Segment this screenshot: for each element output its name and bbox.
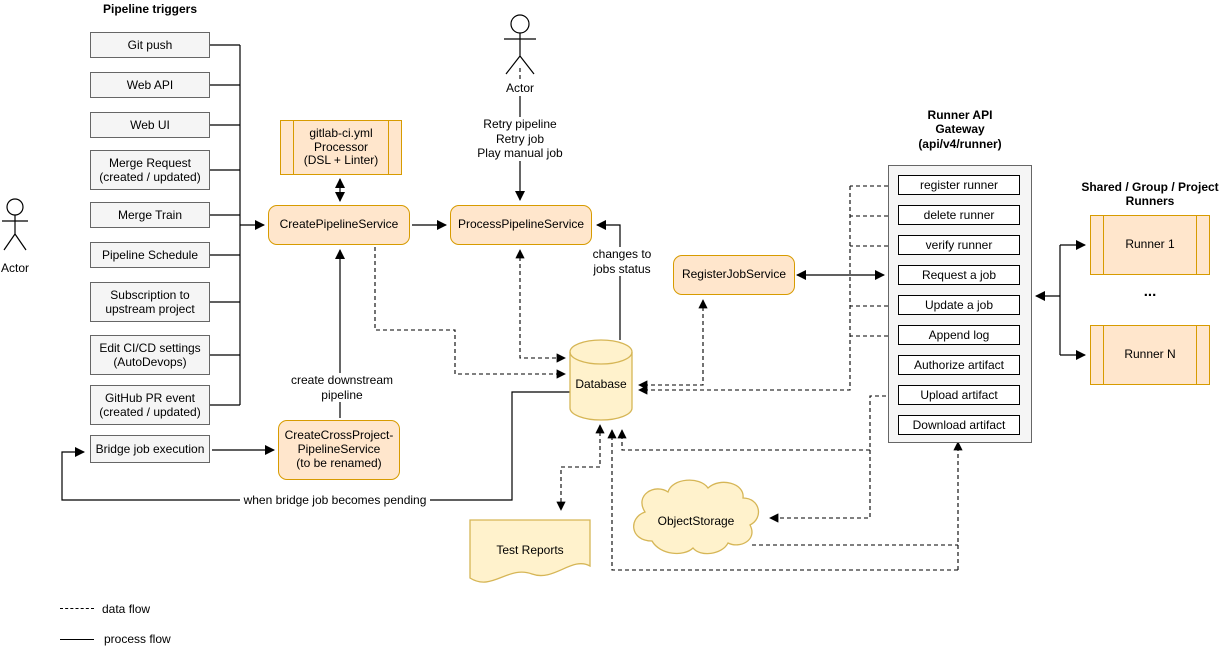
actor-left-figure <box>2 198 28 251</box>
component-bar <box>293 121 294 174</box>
gateway-operation: delete runner <box>898 205 1020 225</box>
gateway-operation: Upload artifact <box>898 385 1020 405</box>
trigger-box: Web API <box>90 72 210 98</box>
component-bar <box>388 121 389 174</box>
database-label: Database <box>575 377 627 391</box>
actor-left-label: Actor <box>0 261 29 275</box>
trigger-box: Merge Train <box>90 202 210 228</box>
gateway-title: Runner API Gateway (api/v4/runner) <box>918 108 1002 151</box>
node-cross-project-service: CreateCrossProject- PipelineService (to … <box>278 420 400 480</box>
pending-edge-label: when bridge job becomes pending <box>240 493 430 508</box>
node-runner-1: Runner 1 <box>1090 215 1210 275</box>
edge-gateway-to-db <box>638 186 851 395</box>
gateway-operation: Download artifact <box>898 415 1020 435</box>
trigger-bridge-job: Bridge job execution <box>90 435 210 463</box>
edge-trigger-bus <box>210 44 241 406</box>
gateway-operation: register runner <box>898 175 1020 195</box>
gateway-operation: Authorize artifact <box>898 355 1020 375</box>
shape-layer <box>2 14 760 583</box>
edge-gateway-stubs <box>850 185 888 337</box>
actor-top-figure <box>504 14 536 75</box>
trigger-box: Pipeline Schedule <box>90 242 210 268</box>
legend-solid-line <box>60 639 94 640</box>
gateway-operation: Append log <box>898 325 1020 345</box>
edge-upload-to-objectstorage <box>769 395 886 523</box>
retry-edge-label: Retry pipeline Retry job Play manual job <box>455 117 585 161</box>
edge-upload-to-db <box>617 429 870 451</box>
runners-title: Shared / Group / Project Runners <box>1081 180 1219 209</box>
node-process-pipeline-service: ProcessPipelineService <box>450 205 592 245</box>
database-cylinder-lip <box>569 351 633 365</box>
runner1-label: Runner 1 <box>1125 237 1175 252</box>
component-bar <box>1196 326 1197 384</box>
gateway-operation: verify runner <box>898 235 1020 255</box>
data-flow-edges <box>374 68 963 571</box>
runner-api-gateway: register runner delete runner verify runne… <box>888 165 1032 443</box>
legend-dashed-line <box>60 608 94 609</box>
trigger-box: Git push <box>90 32 210 58</box>
testreports-document <box>469 519 591 583</box>
edge-createpipeline-to-db <box>374 247 566 379</box>
edge-db-to-processpipeline <box>595 219 621 340</box>
trigger-box: Merge Request (created / updated) <box>90 150 210 190</box>
edge-db-testreports <box>556 424 605 511</box>
node-create-pipeline-service: CreatePipelineService <box>268 205 410 245</box>
gateway-operation: Update a job <box>898 295 1020 315</box>
edge-processpipeline-db <box>515 249 566 363</box>
gateway-operation: Request a job <box>898 265 1020 285</box>
changes-edge-label: changes to jobs status <box>585 247 659 277</box>
objectstorage-cloud <box>633 479 760 555</box>
trigger-box: Subscription to upstream project <box>90 282 210 322</box>
node-register-job-service: RegisterJobService <box>673 255 795 295</box>
objectstorage-label: ObjectStorage <box>657 514 735 528</box>
component-bar <box>1103 326 1104 384</box>
trigger-box: Edit CI/CD settings (AutoDevops) <box>90 335 210 375</box>
runnerN-label: Runner N <box>1124 347 1176 362</box>
edge-bottom-to-db <box>607 429 958 571</box>
node-runner-n: Runner N <box>1090 325 1210 385</box>
database-cylinder <box>569 339 633 421</box>
processor-label: gitlab-ci.yml Processor (DSL + Linter) <box>303 125 379 168</box>
actor-top-label: Actor <box>495 81 545 96</box>
testreports-label: Test Reports <box>496 543 564 557</box>
runner-ellipsis: ... <box>1143 283 1157 300</box>
edge-registerjob-db <box>638 299 708 390</box>
node-gitlab-ci-processor: gitlab-ci.yml Processor (DSL + Linter) <box>280 120 402 175</box>
component-bar <box>1196 216 1197 274</box>
legend-process-flow-label: process flow <box>104 632 171 646</box>
legend-data-flow-label: data flow <box>102 602 151 616</box>
trigger-box: GitHub PR event (created / updated) <box>90 385 210 425</box>
component-bar <box>1103 216 1104 274</box>
trigger-box: Web UI <box>90 112 210 138</box>
downstream-edge-label: create downstream pipeline <box>285 373 399 403</box>
triggers-title: Pipeline triggers <box>102 2 198 16</box>
